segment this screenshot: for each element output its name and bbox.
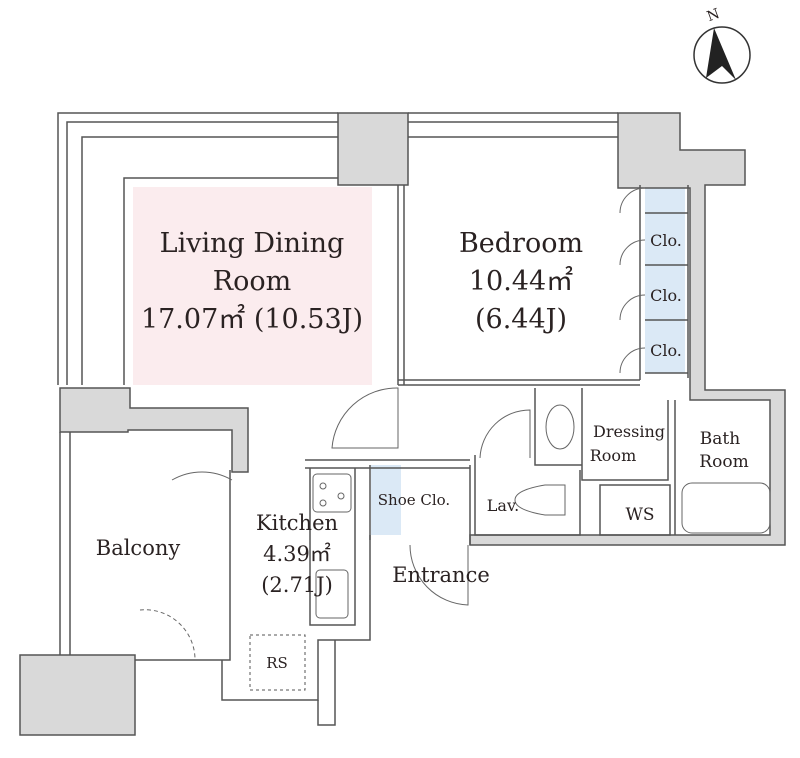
dressing-room-label: Dressing: [593, 422, 665, 441]
closet-area: [645, 188, 685, 373]
living-dining-label: Living Dining Room 17.07㎡ (10.53J): [141, 228, 363, 335]
closet-label: Clo.: [650, 286, 682, 305]
svg-text:(6.44J): (6.44J): [475, 304, 567, 335]
compass-label: N: [705, 6, 722, 25]
exterior-walls: [19, 112, 786, 736]
svg-text:Kitchen: Kitchen: [256, 511, 338, 535]
svg-text:Living Dining: Living Dining: [160, 228, 345, 259]
svg-text:Bedroom: Bedroom: [459, 228, 583, 259]
bath-room-label: Bath: [700, 429, 740, 449]
dressing-room-label-2: Room: [590, 446, 636, 465]
shoe-closet-label: Shoe Clo.: [378, 491, 450, 509]
kitchen-label: Kitchen 4.39㎡ (2.71J): [256, 511, 338, 597]
svg-text:4.39㎡: 4.39㎡: [263, 542, 331, 566]
entrance-label: Entrance: [392, 563, 490, 587]
washer-space-label: WS: [625, 505, 654, 525]
svg-text:10.44㎡: 10.44㎡: [469, 266, 573, 297]
lavatory-label: Lav.: [487, 496, 519, 515]
svg-text:17.07㎡ (10.53J): 17.07㎡ (10.53J): [141, 304, 363, 335]
svg-text:Room: Room: [213, 266, 291, 297]
north-compass-icon: N: [693, 6, 751, 84]
closet-label: Clo.: [650, 231, 682, 250]
refuse-storage-label: RS: [266, 654, 288, 672]
living-dining-area: [133, 187, 372, 385]
closet-label: Clo.: [650, 341, 682, 360]
bath-room-label-2: Room: [699, 452, 748, 472]
balcony-label: Balcony: [96, 536, 181, 560]
interior-walls: [139, 185, 771, 691]
svg-text:(2.71J): (2.71J): [261, 573, 333, 597]
bedroom-label: Bedroom 10.44㎡ (6.44J): [459, 228, 583, 335]
shoe-closet-area: [371, 465, 401, 535]
